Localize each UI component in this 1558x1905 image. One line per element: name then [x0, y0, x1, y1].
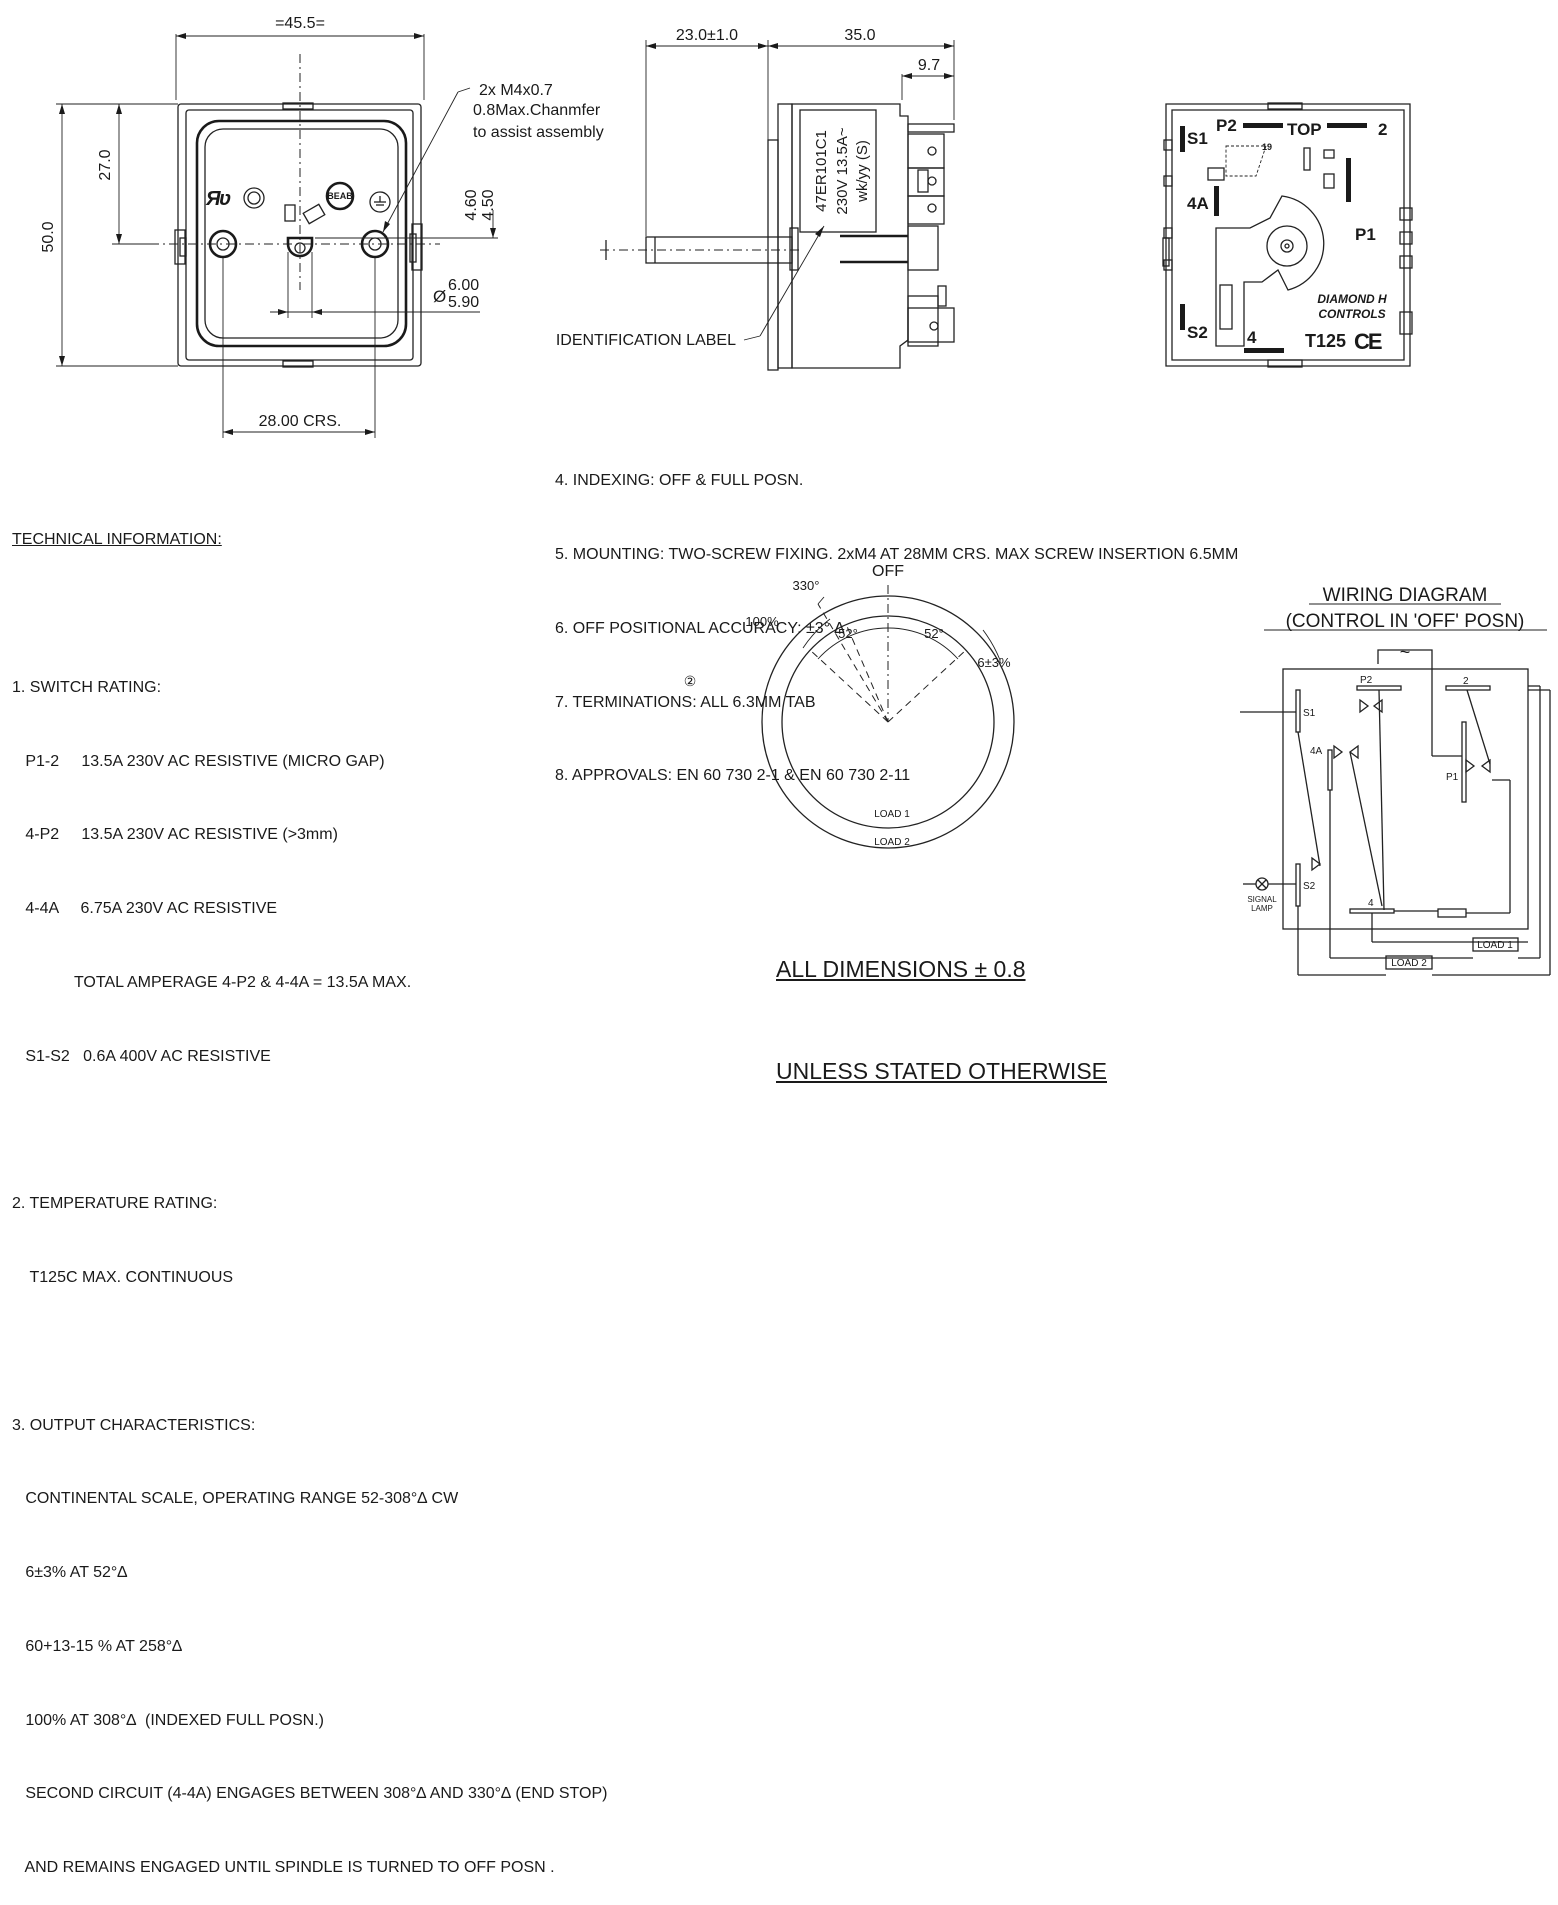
tech-line: 4-4A 6.75A 230V AC RESISTIVE — [12, 900, 278, 918]
dia-dim-max: 6.00 — [448, 277, 479, 294]
dial-load-1: LOAD 1 — [874, 809, 910, 820]
svg-text:P2: P2 — [1360, 675, 1373, 686]
svg-text:SIGNAL: SIGNAL — [1247, 895, 1277, 904]
svg-text:19: 19 — [1262, 142, 1272, 152]
svg-text:S1: S1 — [1303, 708, 1316, 719]
height-dim: 50.0 — [40, 221, 57, 252]
dial-6: 6±3% — [977, 655, 1011, 670]
note-line: 5. MOUNTING: TWO-SCREW FIXING. 2xM4 AT 2… — [555, 545, 1239, 563]
tech-line: 2. TEMPERATURE RATING: — [12, 1195, 218, 1213]
svg-text:~: ~ — [1400, 642, 1411, 662]
front-view: =45.5= 50.0 27.0 — [40, 15, 604, 438]
svg-text:S2: S2 — [1303, 881, 1316, 892]
screw-note-line-3: to assist assembly — [473, 124, 604, 141]
tolerance-line-2: UNLESS STATED OTHERWISE — [776, 1058, 1107, 1084]
brand-line-2: CONTROLS — [1318, 307, 1385, 321]
tab-length-dim: 9.7 — [918, 57, 940, 74]
identification-label: IDENTIFICATION LABEL — [556, 332, 736, 349]
wiring-title: WIRING DIAGRAM — [1323, 585, 1488, 606]
tech-line: S1-S2 0.6A 400V AC RESISTIVE — [12, 1047, 271, 1065]
tech-line: SECOND CIRCUIT (4-4A) ENGAGES BETWEEN 30… — [12, 1785, 608, 1803]
svg-text:LAMP: LAMP — [1251, 904, 1273, 913]
screw-note-line-1: 2x M4x0.7 — [479, 82, 553, 99]
technical-information-heading: TECHNICAL INFORMATION: — [12, 531, 222, 549]
width-dim: =45.5= — [275, 15, 325, 32]
brand-line-1: DIAMOND H — [1317, 292, 1387, 306]
svg-text:4A: 4A — [1310, 746, 1323, 757]
dia-dim-min: 5.90 — [448, 294, 479, 311]
tech-line: 6±3% AT 52°∆ — [12, 1564, 128, 1582]
beab-mark — [325, 181, 355, 211]
rear-label-2: 2 — [1378, 120, 1387, 139]
tech-line: P1-2 13.5A 230V AC RESISTIVE (MICRO GAP) — [12, 752, 385, 770]
load-2-box — [1385, 955, 1433, 970]
note-line: 8. APPROVALS: EN 60 730 2-1 & EN 60 730 … — [555, 767, 911, 785]
rear-label-p2: P2 — [1216, 116, 1237, 135]
technical-information: TECHNICAL INFORMATION: 1. SWITCH RATING:… — [12, 479, 607, 1905]
spindle-offset-dim: 27.0 — [97, 149, 114, 180]
dial-100: 100% — [745, 614, 779, 629]
svg-text:P1: P1 — [1446, 772, 1459, 783]
rear-label-s2: S2 — [1187, 323, 1208, 342]
dial-330: 330° — [793, 578, 820, 593]
body-length-dim: 35.0 — [844, 27, 875, 44]
tech-line: 1. SWITCH RATING: — [12, 678, 162, 696]
ce-mark: CE — [1354, 329, 1382, 354]
note-line: 7. TERMINATIONS: ALL 6.3MM TAB — [555, 693, 816, 711]
tech-line: CONTINENTAL SCALE, OPERATING RANGE 52-30… — [12, 1490, 459, 1508]
signal-lamp-icon — [1255, 877, 1269, 891]
dial-52-right: 52° — [924, 626, 944, 641]
tolerance-line-1: ALL DIMENSIONS ± 0.8 — [776, 956, 1026, 982]
flat-dim-min: 4.50 — [480, 189, 497, 220]
rear-label-4a: 4A — [1187, 194, 1209, 213]
ur-mark: Я — [205, 188, 221, 210]
tech-line — [12, 1118, 607, 1143]
rear-label-t125: T125 — [1305, 331, 1346, 351]
rear-label-s1: S1 — [1187, 129, 1208, 148]
wiring-diagram: WIRING DIAGRAM (CONTROL IN 'OFF' POSN) ~ — [1240, 585, 1551, 976]
screw-note-line-2: 0.8Max.Chanmfer — [473, 102, 601, 119]
tech-line: TOTAL AMPERAGE 4-P2 & 4-4A = 13.5A MAX. — [12, 973, 412, 991]
tech-line — [12, 1340, 607, 1365]
tech-line: T125C MAX. CONTINUOUS — [12, 1269, 234, 1286]
svg-text:LOAD 1: LOAD 1 — [1477, 940, 1513, 951]
earth-icon — [369, 191, 391, 213]
tech-line: AND REMAINS ENGAGED UNTIL SPINDLE IS TUR… — [12, 1859, 555, 1877]
rear-label-4: 4 — [1247, 328, 1257, 347]
rear-label-p1: P1 — [1355, 225, 1376, 244]
tech-line: 100% AT 308°∆ (INDEXED FULL POSN.) — [12, 1711, 324, 1729]
flat-dim-max: 4.60 — [463, 189, 480, 220]
svg-text:2: 2 — [1463, 676, 1469, 687]
svg-text:LOAD 2: LOAD 2 — [1391, 958, 1427, 969]
svg-text:BEAB: BEAB — [327, 191, 353, 201]
spindle-length-dim: 23.0±1.0 — [676, 27, 738, 44]
notes-list: 4. INDEXING: OFF & FULL POSN. 5. MOUNTIN… — [555, 420, 1238, 814]
svg-text:ʋ: ʋ — [219, 188, 231, 210]
crs-dim: 28.00 CRS. — [259, 413, 342, 430]
dial-load-2: LOAD 2 — [874, 837, 910, 848]
rear-label-top: TOP — [1287, 120, 1322, 139]
rear-view: S1 P2 TOP 2 4A P1 S2 4 19 DIAMOND H CONT… — [1162, 102, 1413, 368]
tech-line: 3. OUTPUT CHARACTERISTICS: — [12, 1416, 256, 1434]
tech-line: 4-P2 13.5A 230V AC RESISTIVE (>3mm) — [12, 826, 338, 844]
dial-off: OFF — [872, 563, 904, 580]
svg-text:wk/yy (S): wk/yy (S) — [854, 140, 871, 203]
svg-text:47ER101C1: 47ER101C1 — [813, 130, 830, 212]
note-line: 6. OFF POSITIONAL ACCURACY: ±3° ∆ — [555, 619, 845, 637]
dial-diagram: OFF 330° 100% 52° 52° 6±3% LOAD 1 LOAD 2… — [684, 563, 1015, 849]
svg-text:4: 4 — [1368, 898, 1374, 909]
side-view: 23.0±1.0 35.0 9.7 47ER101C1 230V 13.5A~ … — [556, 27, 955, 371]
tolerance-note: ALL DIMENSIONS ± 0.8 UNLESS STATED OTHER… — [776, 884, 1107, 1122]
note-line: 4. INDEXING: OFF & FULL POSN. — [555, 472, 804, 490]
svg-text:Ø: Ø — [433, 287, 446, 306]
wiring-subtitle: (CONTROL IN 'OFF' POSN) — [1286, 611, 1525, 632]
tech-line: 60+13-15 % AT 258°∆ — [12, 1637, 182, 1655]
technical-drawing: =45.5= 50.0 27.0 — [40, 15, 1551, 976]
dial-52-left: 52° — [838, 626, 858, 641]
svg-text:230V 13.5A~: 230V 13.5A~ — [834, 127, 851, 214]
revision-mark: ② — [684, 673, 697, 689]
load-1-box — [1472, 937, 1519, 952]
identification-label-box — [799, 109, 877, 233]
